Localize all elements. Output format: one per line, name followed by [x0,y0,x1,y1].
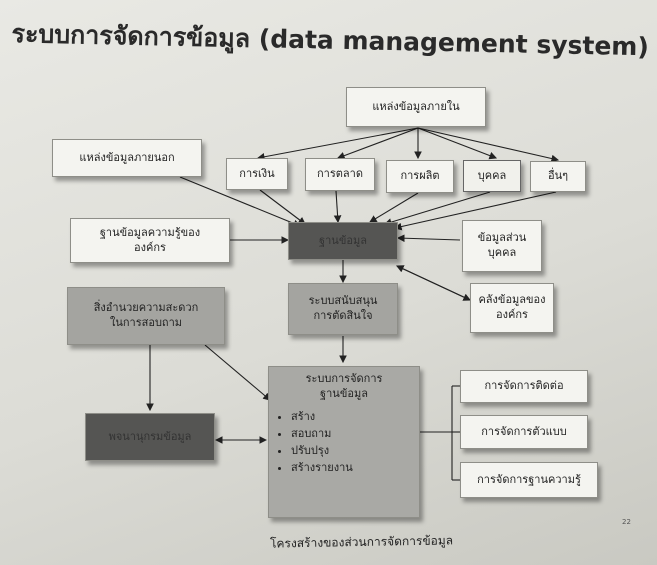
model-management-label: การจัดการตัวแบบ [481,424,567,438]
others-label: อื่นๆ [547,169,569,183]
access-management-label: การจัดการติดต่อ [484,379,564,393]
database-label: ฐานข้อมูล [319,233,367,247]
access-management-box: การจัดการติดต่อ [460,370,588,403]
model-management-box: การจัดการตัวแบบ [460,415,588,449]
decision-support-box: ระบบสนับสนุน การตัดสินใจ [288,283,398,335]
data-warehouse-box: คลังข้อมูลของ องค์กร [470,283,554,333]
internal-sources-label: แหล่งข้อมูลภายใน [372,99,460,113]
personnel-label: บุคคล [477,168,507,182]
personal-data-box: ข้อมูลส่วน บุคคล [462,220,542,272]
data-warehouse-line1: คลังข้อมูลของ [478,293,546,307]
dbms-title-line2: ฐานข้อมูล [320,387,368,401]
dbms-function-list: สร้าง สอบถาม ปรับปรุง สร้างรายงาน [277,408,411,476]
decision-support-line1: ระบบสนับสนุน [308,294,378,308]
data-dictionary-label: พจนานุกรมข้อมูล [108,429,192,443]
dbms-item-create: สร้าง [291,408,411,425]
query-facility-box: สิ่งอำนวยความสะดวก ในการสอบถาม [67,287,225,345]
production-label: การผลิต [400,169,440,183]
production-box: การผลิต [386,160,454,193]
external-sources-label: แหล่งข้อมูลภายนอก [79,150,175,164]
others-box: อื่นๆ [530,161,586,192]
dbms-title-line1: ระบบการจัดการ [305,372,383,385]
personnel-box: บุคคล [463,160,521,192]
knowledge-base-management-label: การจัดการฐานความรู้ [477,472,581,486]
dbms-item-report: สร้างรายงาน [291,459,411,476]
decision-support-line2: การตัดสินใจ [313,309,373,322]
internal-sources-box: แหล่งข้อมูลภายใน [346,87,486,127]
data-dictionary-box: พจนานุกรมข้อมูล [85,413,215,461]
dbms-item-query: สอบถาม [291,425,411,442]
org-knowledge-base-line1: ฐานข้อมูลความรู้ของ [99,225,201,239]
query-facility-line1: สิ่งอำนวยความสะดวก [93,301,199,315]
dbms-box: ระบบการจัดการ ฐานข้อมูล สร้าง สอบถาม ปรั… [268,366,420,518]
dbms-title: ระบบการจัดการ ฐานข้อมูล [277,371,411,402]
personal-data-line1: ข้อมูลส่วน [477,231,527,245]
data-warehouse-line2: องค์กร [496,308,528,321]
query-facility-line2: ในการสอบถาม [109,316,183,329]
database-box: ฐานข้อมูล [288,222,398,260]
finance-label: การเงิน [239,166,275,180]
org-knowledge-base-line2: องค์กร [134,240,166,254]
marketing-label: การตลาด [317,167,363,181]
dbms-item-update: ปรับปรุง [291,442,411,459]
org-knowledge-base-box: ฐานข้อมูลความรู้ของ องค์กร [70,218,230,263]
figure-caption: โครงสร้างของส่วนการจัดการข้อมูล [269,533,454,551]
external-sources-box: แหล่งข้อมูลภายนอก [52,139,202,177]
marketing-box: การตลาด [305,158,375,191]
page-number: 22 [622,518,631,526]
finance-box: การเงิน [226,158,288,190]
personal-data-line2: บุคคล [487,246,517,259]
knowledge-base-management-box: การจัดการฐานความรู้ [460,462,598,498]
